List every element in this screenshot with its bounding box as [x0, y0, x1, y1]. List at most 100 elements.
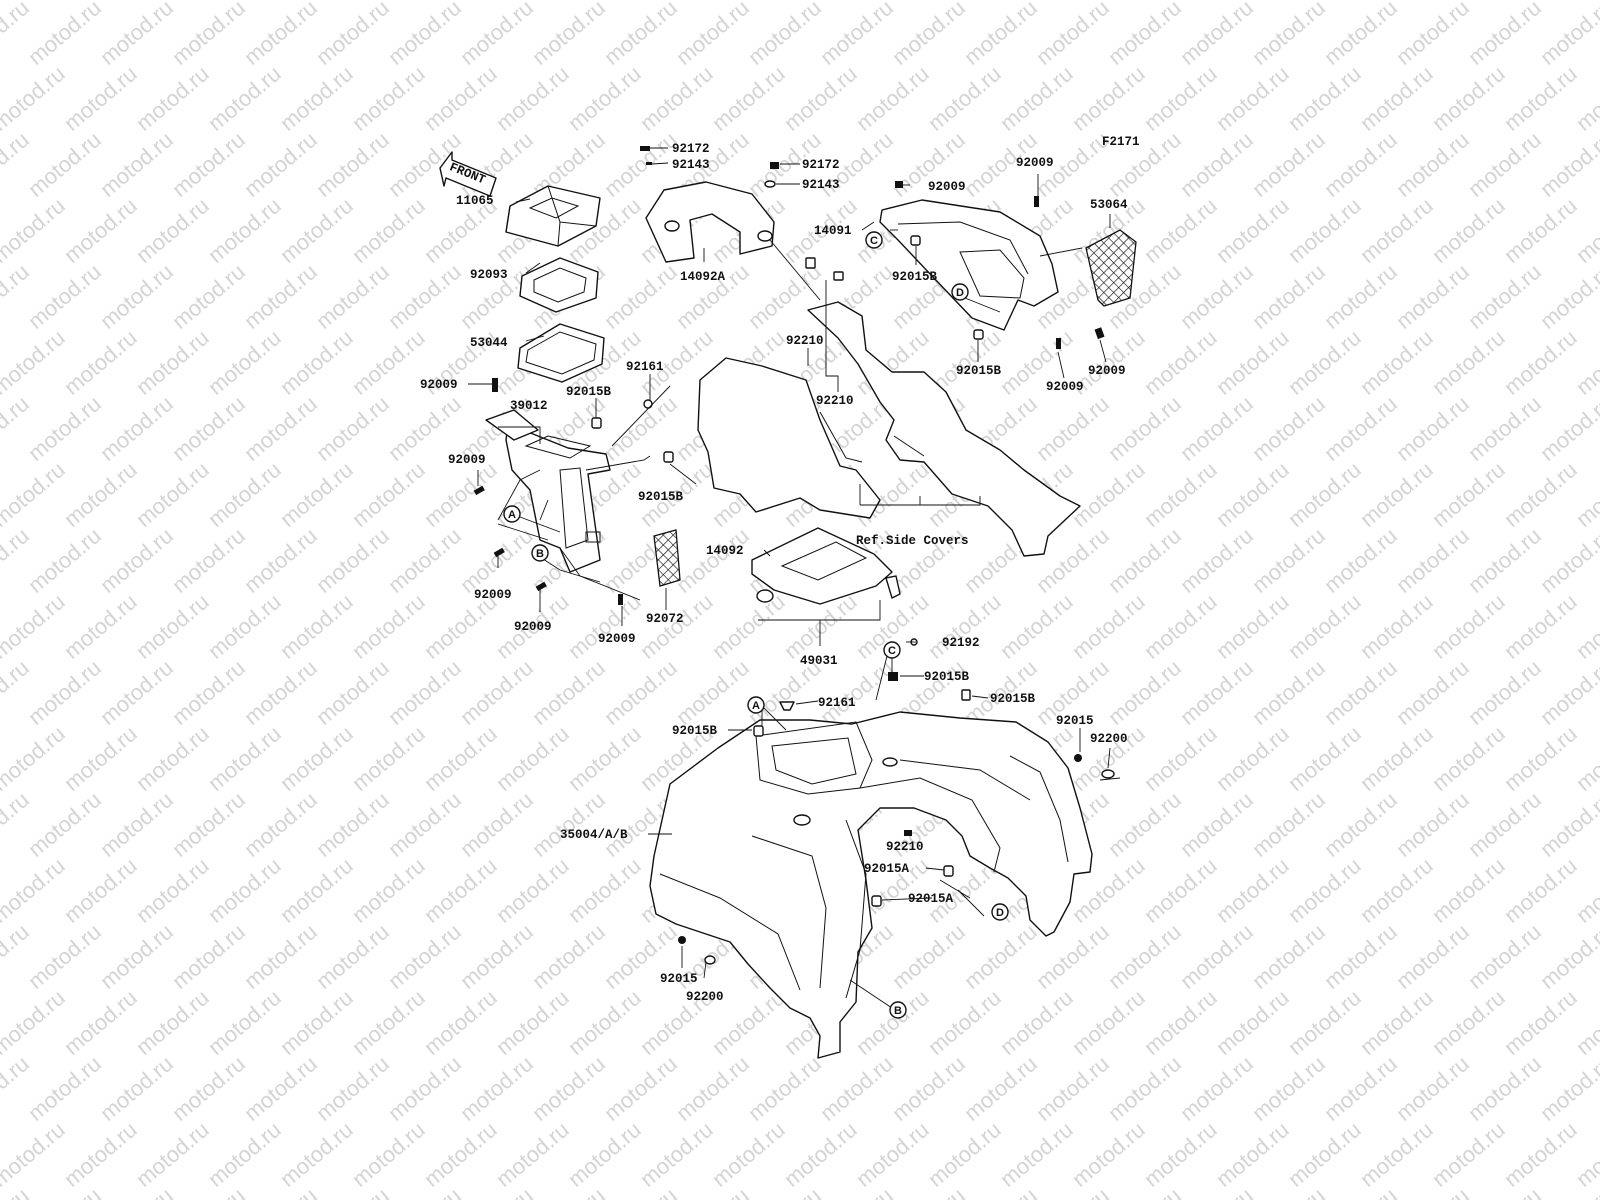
watermark-text: motod.ru	[1499, 457, 1582, 532]
watermark-text: motod.ru	[95, 655, 178, 730]
watermark-text: motod.ru	[1247, 0, 1330, 70]
watermark-text: motod.ru	[995, 985, 1078, 1060]
watermark-text: motod.ru	[1499, 589, 1582, 664]
label-92009-h: 92009	[1046, 380, 1084, 394]
watermark-text: motod.ru	[1391, 919, 1474, 994]
watermark-text: motod.ru	[1283, 457, 1366, 532]
watermark-text: motod.ru	[671, 0, 754, 70]
watermark-text: motod.ru	[1355, 0, 1438, 4]
watermark-text: motod.ru	[1463, 919, 1546, 994]
watermark-text: motod.ru	[311, 1183, 394, 1200]
watermark-text: motod.ru	[1103, 919, 1186, 994]
watermark-text: motod.ru	[491, 985, 574, 1060]
callout-a-top: A	[503, 505, 521, 523]
watermark-text: motod.ru	[95, 127, 178, 202]
watermark-text: motod.ru	[1247, 523, 1330, 598]
watermark-text: motod.ru	[59, 325, 142, 400]
watermark-text: motod.ru	[1139, 721, 1222, 796]
watermark-text: motod.ru	[491, 1117, 574, 1192]
label-92172-b: 92172	[802, 158, 840, 172]
watermark-text: motod.ru	[1535, 655, 1600, 730]
watermark-text: motod.ru	[851, 0, 934, 4]
watermark-text: motod.ru	[1463, 523, 1546, 598]
watermark-text: motod.ru	[959, 1051, 1042, 1126]
watermark-text: motod.ru	[1211, 985, 1294, 1060]
watermark-text: motod.ru	[563, 721, 646, 796]
watermark-text: motod.ru	[671, 655, 754, 730]
watermark-text: motod.ru	[383, 919, 466, 994]
watermark-text: motod.ru	[455, 655, 538, 730]
part-53064-grille	[1085, 229, 1137, 307]
watermark-text: motod.ru	[923, 0, 1006, 4]
watermark-text: motod.ru	[1391, 523, 1474, 598]
part-39012-shape	[485, 409, 611, 573]
watermark-text: motod.ru	[959, 1183, 1042, 1200]
watermark-text: motod.ru	[743, 0, 826, 70]
watermark-text: motod.ru	[347, 589, 430, 664]
watermark-text: motod.ru	[1319, 787, 1402, 862]
watermark-text: motod.ru	[707, 0, 790, 4]
part-92072-grille	[653, 529, 681, 587]
watermark-text: motod.ru	[1463, 259, 1546, 334]
label-92009-g: 92009	[1016, 156, 1054, 170]
watermark-text: motod.ru	[1175, 0, 1258, 70]
watermark-text: motod.ru	[1067, 0, 1150, 4]
watermark-text: motod.ru	[131, 985, 214, 1060]
watermark-text: motod.ru	[131, 1117, 214, 1192]
watermark-text: motod.ru	[275, 721, 358, 796]
label-92200-a: 92200	[1090, 732, 1128, 746]
watermark-text: motod.ru	[1175, 655, 1258, 730]
callout-b-bottom: B	[889, 1001, 907, 1019]
watermark-text: motod.ru	[275, 985, 358, 1060]
label-92210-b: 92210	[816, 394, 854, 408]
watermark-text: motod.ru	[599, 655, 682, 730]
watermark-text: motod.ru	[1499, 985, 1582, 1060]
watermark-text: motod.ru	[167, 1051, 250, 1126]
watermark-text: motod.ru	[347, 193, 430, 268]
leader-lines	[468, 147, 1121, 1009]
watermark-text: motod.ru	[1319, 0, 1402, 70]
watermark-text: motod.ru	[815, 0, 898, 70]
watermark-text: motod.ru	[203, 589, 286, 664]
watermark-text: motod.ru	[707, 1117, 790, 1192]
watermark-text: motod.ru	[311, 0, 394, 70]
hardware-top-right	[640, 146, 1105, 349]
watermark-text: motod.ru	[1463, 787, 1546, 862]
watermark-text: motod.ru	[995, 61, 1078, 136]
watermark-text: motod.ru	[1211, 589, 1294, 664]
watermark-text: motod.ru	[455, 523, 538, 598]
watermark-text: motod.ru	[167, 391, 250, 466]
watermark-text: motod.ru	[275, 1117, 358, 1192]
watermark-text: motod.ru	[95, 391, 178, 466]
label-92009-i: 92009	[1088, 364, 1126, 378]
label-92172-a: 92172	[672, 142, 710, 156]
watermark-text: motod.ru	[491, 721, 574, 796]
watermark-text: motod.ru	[1211, 721, 1294, 796]
watermark-text: motod.ru	[1139, 1117, 1222, 1192]
watermark-text: motod.ru	[347, 0, 430, 4]
watermark-text: motod.ru	[95, 259, 178, 334]
watermark-text: motod.ru	[563, 1117, 646, 1192]
watermark-text: motod.ru	[959, 0, 1042, 70]
watermark-text: motod.ru	[311, 655, 394, 730]
watermark-text: motod.ru	[1139, 853, 1222, 928]
watermark-text: motod.ru	[419, 457, 502, 532]
callout-c-bottom: C	[883, 641, 901, 659]
label-92015b-g: 92015B	[672, 724, 718, 738]
watermark-text: motod.ru	[95, 787, 178, 862]
watermark-text: motod.ru	[1391, 0, 1474, 70]
watermark-text: motod.ru	[239, 1183, 322, 1200]
watermark-text: motod.ru	[1391, 787, 1474, 862]
watermark-text: motod.ru	[1319, 1051, 1402, 1126]
watermark-text: motod.ru	[23, 523, 106, 598]
svg-text:D: D	[996, 907, 1004, 919]
watermark-text: motod.ru	[1103, 787, 1186, 862]
watermark-text: motod.ru	[23, 787, 106, 862]
watermark-text: motod.ru	[0, 589, 70, 664]
watermark-text: motod.ru	[0, 457, 70, 532]
watermark-text: motod.ru	[1283, 0, 1366, 4]
watermark-text: motod.ru	[1247, 259, 1330, 334]
watermark-text: motod.ru	[1175, 1051, 1258, 1126]
watermark-text: motod.ru	[95, 919, 178, 994]
watermark-text: motod.ru	[1283, 985, 1366, 1060]
